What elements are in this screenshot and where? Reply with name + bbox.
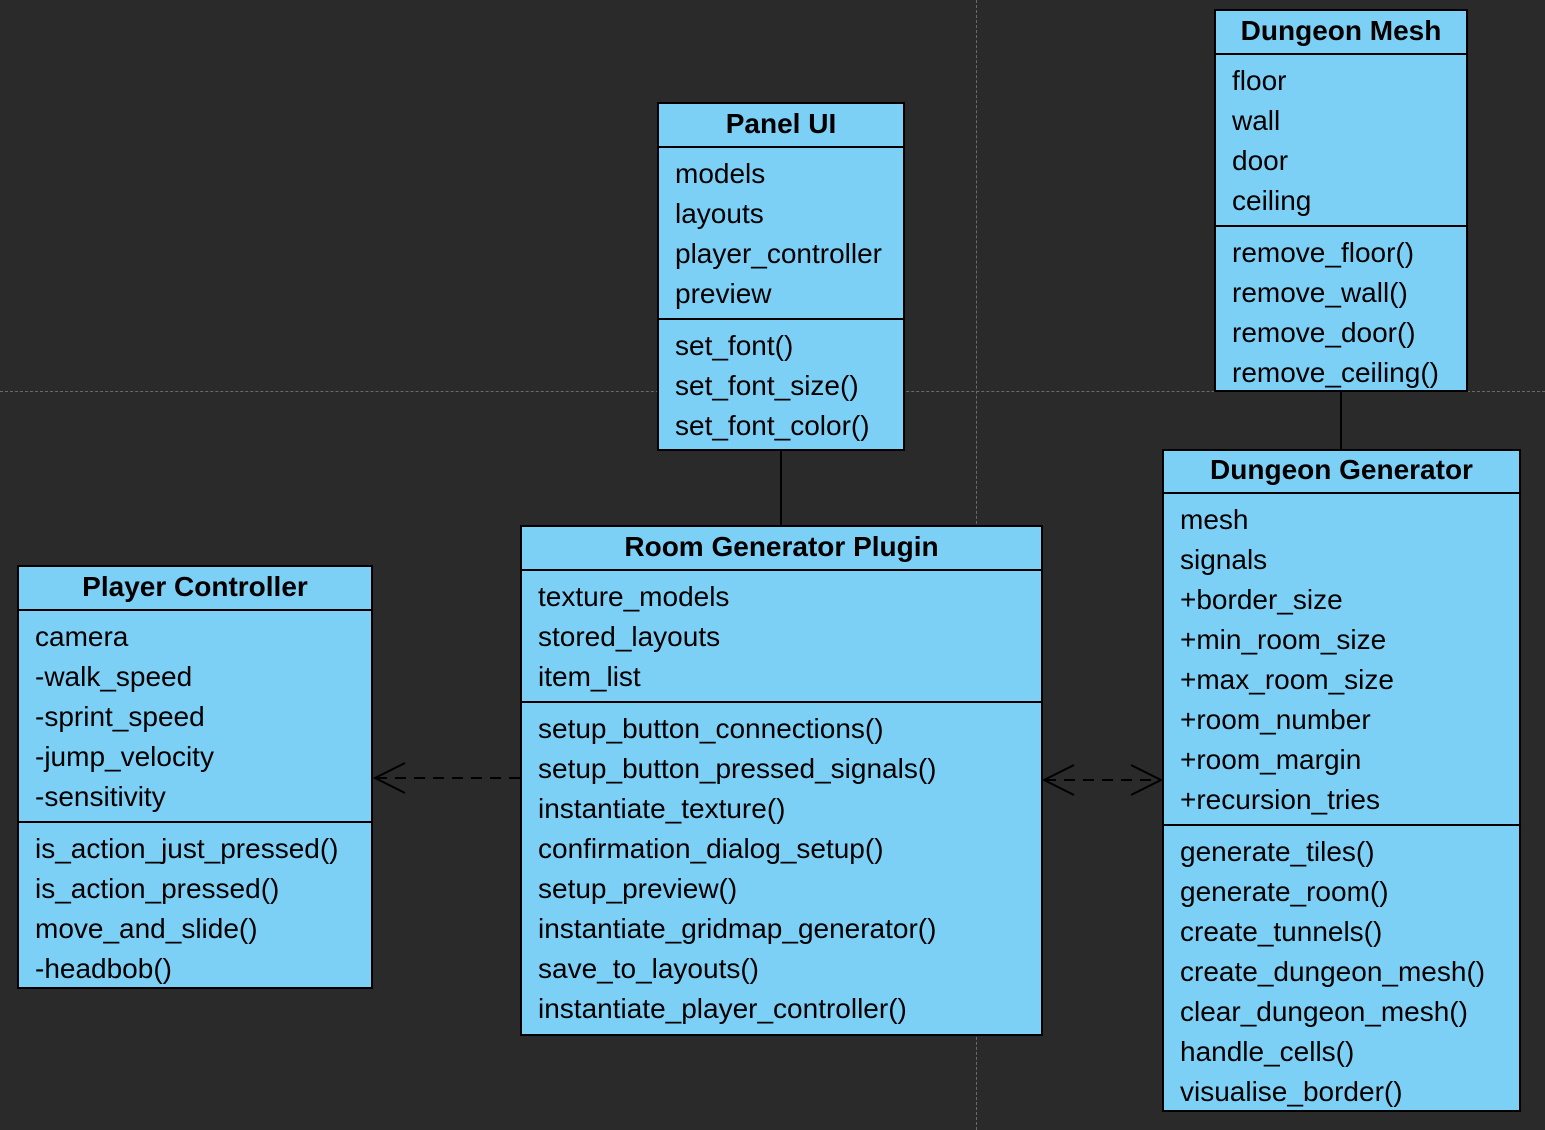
class-dungeon-mesh[interactable]: Dungeon Mesh floor wall door ceiling rem…: [1214, 9, 1468, 392]
class-player-controller[interactable]: Player Controller camera -walk_speed -sp…: [17, 565, 373, 989]
attribute-item: wall: [1232, 105, 1281, 136]
method-section: is_action_just_pressed() is_action_press…: [19, 821, 371, 993]
method-item: -headbob(): [35, 953, 172, 984]
attribute-item: +recursion_tries: [1180, 784, 1380, 815]
method-item: move_and_slide(): [35, 913, 258, 944]
class-dungeon-generator[interactable]: Dungeon Generator mesh signals +border_s…: [1162, 449, 1521, 1112]
method-item: instantiate_gridmap_generator(): [538, 913, 937, 944]
method-item: remove_wall(): [1232, 277, 1408, 308]
method-item: clear_dungeon_mesh(): [1180, 996, 1468, 1027]
method-item: handle_cells(): [1180, 1036, 1355, 1067]
class-panel-ui[interactable]: Panel UI models layouts player_controlle…: [657, 102, 905, 451]
attribute-item: signals: [1180, 544, 1268, 575]
method-item: setup_preview(): [538, 873, 738, 904]
method-item: is_action_pressed(): [35, 873, 280, 904]
player-controller-arrowhead: [372, 762, 406, 794]
method-item: generate_room(): [1180, 876, 1389, 907]
class-title: Panel UI: [659, 104, 903, 148]
class-title: Player Controller: [19, 567, 371, 611]
method-item: generate_tiles(): [1180, 836, 1375, 867]
generator-arrowhead: [1130, 764, 1164, 796]
method-item: set_font_color(): [675, 410, 870, 441]
attribute-item: floor: [1232, 65, 1287, 96]
attribute-item: +max_room_size: [1180, 664, 1394, 695]
attribute-item: camera: [35, 621, 129, 652]
attribute-item: -sensitivity: [35, 781, 166, 812]
attribute-section: floor wall door ceiling: [1216, 55, 1466, 225]
attribute-item: -walk_speed: [35, 661, 193, 692]
attribute-item: +border_size: [1180, 584, 1343, 615]
method-section: set_font() set_font_size() set_font_colo…: [659, 318, 903, 450]
class-title: Dungeon Generator: [1164, 451, 1519, 494]
attribute-item: player_controller: [675, 238, 882, 269]
method-item: create_dungeon_mesh(): [1180, 956, 1486, 987]
method-item: visualise_border(): [1180, 1076, 1403, 1107]
method-item: instantiate_player_controller(): [538, 993, 907, 1024]
method-section: remove_floor() remove_wall() remove_door…: [1216, 225, 1466, 397]
method-item: is_action_just_pressed(): [35, 833, 339, 864]
class-title: Dungeon Mesh: [1216, 11, 1466, 55]
class-room-generator-plugin[interactable]: Room Generator Plugin texture_models sto…: [520, 525, 1043, 1036]
attribute-item: -jump_velocity: [35, 741, 214, 772]
attribute-item: +room_margin: [1180, 744, 1362, 775]
method-section: generate_tiles() generate_room() create_…: [1164, 824, 1519, 1116]
method-item: save_to_layouts(): [538, 953, 760, 984]
attribute-item: -sprint_speed: [35, 701, 205, 732]
method-item: remove_ceiling(): [1232, 357, 1439, 388]
attribute-item: item_list: [538, 661, 641, 692]
attribute-section: mesh signals +border_size +min_room_size…: [1164, 494, 1519, 824]
attribute-item: ceiling: [1232, 185, 1312, 216]
method-item: instantiate_texture(): [538, 793, 786, 824]
method-item: setup_button_connections(): [538, 713, 884, 744]
method-item: remove_floor(): [1232, 237, 1415, 268]
attribute-item: mesh: [1180, 504, 1249, 535]
method-item: confirmation_dialog_setup(): [538, 833, 884, 864]
method-item: setup_button_pressed_signals(): [538, 753, 937, 784]
attribute-item: preview: [675, 278, 772, 309]
method-item: set_font_size(): [675, 370, 859, 401]
attribute-item: stored_layouts: [538, 621, 721, 652]
attribute-section: models layouts player_controller preview: [659, 148, 903, 318]
attribute-section: texture_models stored_layouts item_list: [522, 571, 1041, 701]
attribute-item: texture_models: [538, 581, 730, 612]
method-section: setup_button_connections() setup_button_…: [522, 701, 1041, 1033]
attribute-item: +min_room_size: [1180, 624, 1387, 655]
attribute-item: layouts: [675, 198, 764, 229]
attribute-section: camera -walk_speed -sprint_speed -jump_v…: [19, 611, 371, 821]
attribute-item: models: [675, 158, 766, 189]
method-item: create_tunnels(): [1180, 916, 1383, 947]
plugin-arrowhead: [1041, 764, 1075, 796]
attribute-item: +room_number: [1180, 704, 1371, 735]
attribute-item: door: [1232, 145, 1289, 176]
method-item: set_font(): [675, 330, 794, 361]
class-title: Room Generator Plugin: [522, 527, 1041, 571]
method-item: remove_door(): [1232, 317, 1416, 348]
